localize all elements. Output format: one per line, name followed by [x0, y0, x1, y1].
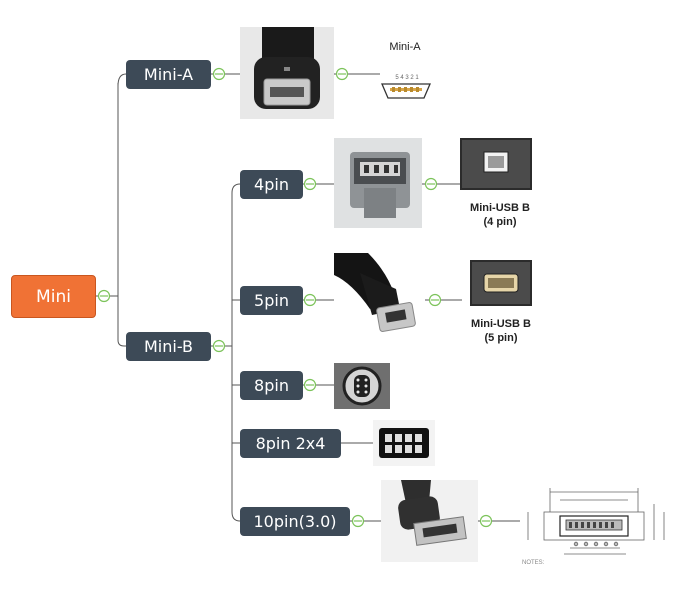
collapse-toggle-icon[interactable] — [428, 293, 442, 307]
8pin-2x4-connector-photo — [373, 420, 435, 466]
node-4pin[interactable]: 4pin — [240, 170, 303, 199]
mini-a-pinout-drawing — [381, 83, 431, 99]
mini-a-pin-numbers: 5 4 3 2 1 — [395, 75, 419, 81]
4pin-connector-photo — [334, 138, 422, 228]
mini-a-title: Mini-A — [389, 41, 421, 53]
collapse-toggle-icon[interactable] — [212, 339, 226, 353]
node-10pin[interactable]: 10pin(3.0) — [240, 507, 350, 536]
10pin-cable-photo — [381, 480, 478, 562]
mini-usb-b-4pin-label-1: Mini-USB B — [470, 202, 530, 214]
collapse-toggle-icon[interactable] — [351, 514, 365, 528]
mini-usb-b-5pin-label-1: Mini-USB B — [471, 318, 531, 330]
collapse-toggle-icon[interactable] — [212, 67, 226, 81]
mini-a-connector-photo — [240, 27, 334, 119]
5pin-cable-photo — [334, 253, 425, 343]
root-node-mini[interactable]: Mini — [11, 275, 96, 318]
collapse-toggle-icon[interactable] — [479, 514, 493, 528]
collapse-toggle-icon[interactable] — [303, 293, 317, 307]
node-8pin[interactable]: 8pin — [240, 371, 303, 400]
node-mini-b[interactable]: Mini-B — [126, 332, 211, 361]
collapse-toggle-icon[interactable] — [424, 177, 438, 191]
mini-usb-b-5pin-icon — [470, 260, 532, 306]
node-5pin[interactable]: 5pin — [240, 286, 303, 315]
mini-usb-b-4pin-icon — [460, 138, 532, 190]
collapse-toggle-icon[interactable] — [97, 289, 111, 303]
collapse-toggle-icon[interactable] — [335, 67, 349, 81]
node-8pin-2x4[interactable]: 8pin 2x4 — [240, 429, 341, 458]
collapse-toggle-icon[interactable] — [303, 378, 317, 392]
mini-usb-b-5pin-label-2: (5 pin) — [484, 332, 518, 344]
collapse-toggle-icon[interactable] — [303, 177, 317, 191]
mini-usb-b-4pin-label-2: (4 pin) — [483, 216, 517, 228]
8pin-connector-photo — [334, 363, 390, 409]
10pin-drawing-notes: NOTES: — [522, 560, 545, 566]
10pin-pinout-drawing — [527, 488, 665, 555]
node-mini-a[interactable]: Mini-A — [126, 60, 211, 89]
